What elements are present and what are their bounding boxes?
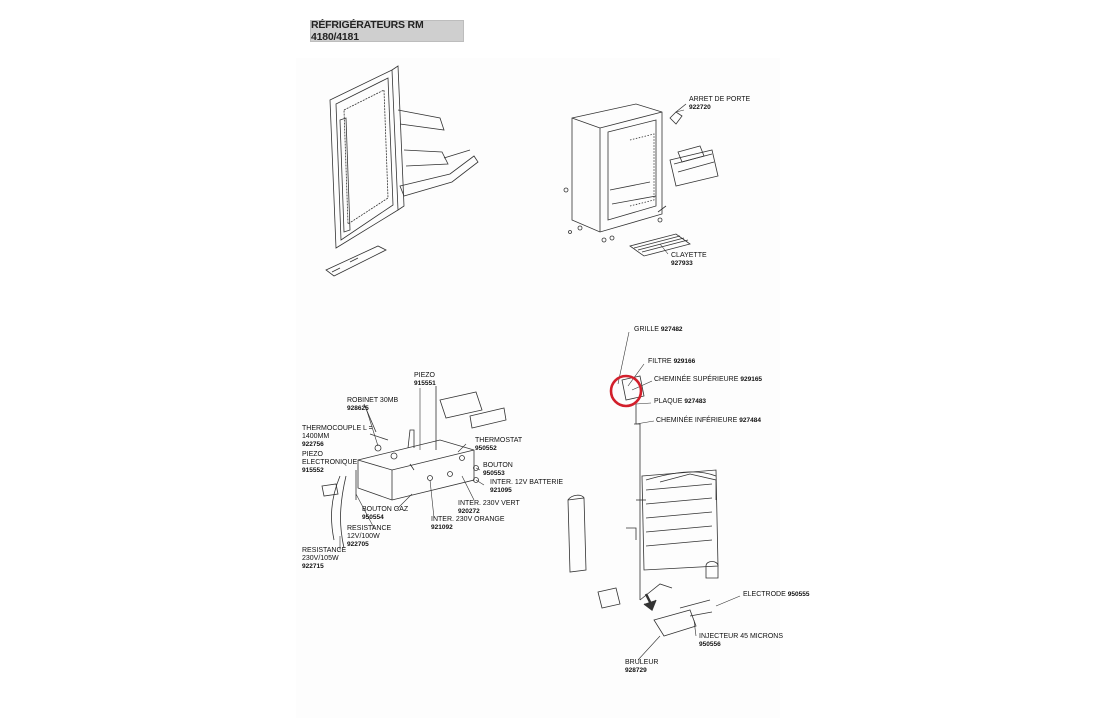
inter-230v-orange-ref: 921092: [431, 524, 453, 531]
label-injecteur: INJECTEUR 45 MICRONS 950556: [699, 633, 783, 649]
clayette-ref: 927933: [671, 260, 693, 267]
inter-230v-vert-ref: 920272: [458, 508, 480, 515]
highlight-circle: [609, 374, 643, 408]
clayette-text: CLAYETTE: [671, 252, 707, 259]
label-resistance-230v: RESISTANCE 230V/105W 922715: [302, 547, 346, 571]
arret-de-porte-text: ARRET DE PORTE: [689, 96, 751, 103]
label-resistance-12v: RESISTANCE 12V/100W 922705: [347, 525, 391, 549]
resistance-12v-ref: 922705: [347, 541, 369, 548]
filtre-text: FILTRE: [648, 358, 672, 365]
page-title-box: RÉFRIGÉRATEURS RM 4180/4181: [310, 19, 464, 43]
resistance-230v-text-1: RESISTANCE: [302, 547, 347, 554]
bouton-gaz-ref: 950554: [362, 514, 384, 521]
injecteur-ref: 950556: [699, 641, 721, 648]
inter-230v-orange-text: INTER. 230V ORANGE: [431, 516, 505, 523]
cooling-unit-assembly: [567, 375, 719, 637]
cheminee-sup-text: CHEMINÉE SUPÉRIEURE: [654, 376, 739, 383]
label-inter-230v-orange: INTER. 230V ORANGE 921092: [431, 516, 505, 532]
piezo-text: PIEZO: [414, 372, 436, 379]
label-filtre: FILTRE 929166: [648, 358, 695, 366]
inter-230v-vert-text: INTER. 230V VERT: [458, 500, 520, 507]
label-piezo-electronique: PIEZO ELECTRONIQUE 915552: [302, 451, 357, 475]
arret-de-porte-ref: 922720: [689, 104, 711, 111]
bruleur-ref: 928729: [625, 667, 647, 674]
resistance-12v-text-1: RESISTANCE: [347, 525, 392, 532]
label-inter-12v: INTER. 12V BATTERIE 921095: [490, 479, 563, 495]
label-arret-de-porte: ARRET DE PORTE 922720: [689, 96, 750, 112]
label-grille: GRILLE 927482: [634, 326, 683, 334]
plaque-text: PLAQUE: [654, 398, 683, 405]
label-inter-230v-vert: INTER. 230V VERT 920272: [458, 500, 520, 516]
label-cheminee-inf: CHEMINÉE INFÉRIEURE 927484: [656, 417, 761, 425]
plaque-ref: 927483: [684, 398, 707, 405]
grille-ref: 927482: [660, 326, 683, 333]
thermocouple-text-2: 1400MM: [302, 433, 330, 440]
thermocouple-ref: 922756: [302, 441, 324, 448]
label-thermostat: THERMOSTAT 950552: [475, 437, 522, 453]
thermocouple-text-1: THERMOCOUPLE L =: [302, 425, 373, 432]
label-bouton-gaz: BOUTON GAZ 950554: [362, 506, 408, 522]
label-electrode: ELECTRODE 950555: [743, 591, 809, 599]
electrode-ref: 950555: [787, 591, 810, 598]
piezo-elec-text-2: ELECTRONIQUE: [302, 459, 358, 466]
thermostat-ref: 950552: [475, 445, 497, 452]
label-plaque: PLAQUE 927483: [654, 398, 706, 406]
piezo-ref: 915551: [414, 380, 436, 387]
label-bruleur: BRULEUR 928729: [625, 659, 658, 675]
electrode-text: ELECTRODE: [743, 591, 786, 598]
inter-12v-ref: 921095: [490, 487, 512, 494]
filtre-ref: 929166: [673, 358, 696, 365]
label-cheminee-sup: CHEMINÉE SUPÉRIEURE 929165: [654, 376, 762, 384]
bouton-gaz-text: BOUTON GAZ: [362, 506, 409, 513]
label-clayette: CLAYETTE 927933: [671, 252, 707, 268]
label-bouton: BOUTON 950553: [483, 462, 513, 478]
cheminee-sup-ref: 929165: [740, 376, 763, 383]
thermostat-text: THERMOSTAT: [475, 437, 523, 444]
resistance-230v-ref: 922715: [302, 563, 324, 570]
injecteur-text: INJECTEUR 45 MICRONS: [699, 633, 784, 640]
controls-assembly: [321, 386, 507, 549]
inter-12v-text: INTER. 12V BATTERIE: [490, 479, 563, 486]
bouton-ref: 950553: [483, 470, 505, 477]
robinet-text: ROBINET 30MB: [347, 397, 399, 404]
cabinet-assembly: [563, 103, 719, 257]
robinet-ref: 928625: [347, 405, 369, 412]
bruleur-text: BRULEUR: [625, 659, 659, 666]
label-robinet: ROBINET 30MB 928625: [347, 397, 398, 413]
diagram-sheet: [296, 58, 780, 718]
cheminee-inf-ref: 927484: [739, 417, 761, 424]
label-piezo: PIEZO 915551: [414, 372, 436, 388]
piezo-elec-text-1: PIEZO: [302, 451, 324, 458]
resistance-230v-text-2: 230V/105W: [302, 555, 339, 562]
page-title: RÉFRIGÉRATEURS RM 4180/4181: [311, 19, 424, 43]
resistance-12v-text-2: 12V/100W: [347, 533, 380, 540]
cheminee-inf-text: CHEMINÉE INFÉRIEURE: [656, 417, 738, 424]
label-thermocouple: THERMOCOUPLE L = 1400MM 922756: [302, 425, 373, 449]
piezo-elec-ref: 915552: [302, 467, 324, 474]
door-assembly: [325, 65, 479, 277]
bouton-text: BOUTON: [483, 462, 513, 469]
leader-lines: [339, 109, 741, 661]
grille-text: GRILLE: [634, 326, 659, 333]
